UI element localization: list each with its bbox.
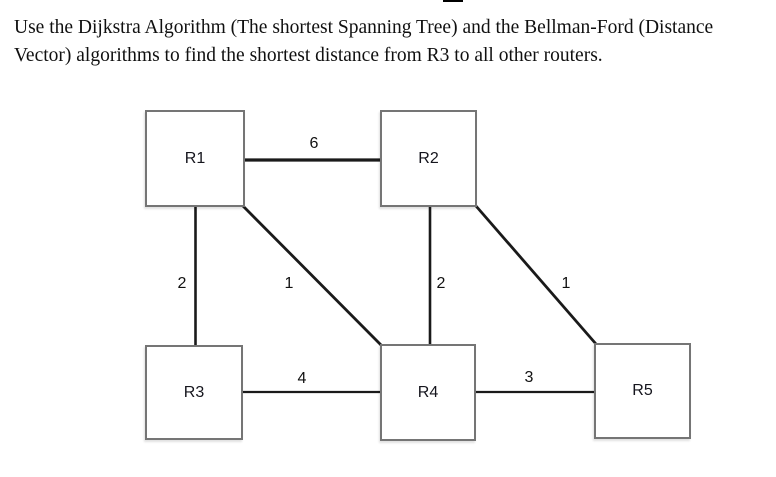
cropped-text-fragment bbox=[443, 0, 463, 2]
edge-r1-r4 bbox=[242, 205, 383, 347]
problem-statement-line-1: Use the Dijkstra Algorithm (The shortest… bbox=[14, 17, 714, 38]
router-label-r5: R5 bbox=[632, 382, 653, 399]
edge-weight-r2-r5: 1 bbox=[561, 275, 571, 292]
router-node-r2: R2 bbox=[380, 110, 477, 207]
edge-r2-r5 bbox=[474, 205, 598, 345]
problem-statement-line-2: Vector) algorithms to find the shortest … bbox=[14, 45, 603, 66]
router-node-r3: R3 bbox=[145, 345, 243, 440]
router-node-r4: R4 bbox=[380, 344, 476, 441]
edge-weight-r1-r4: 1 bbox=[284, 275, 294, 292]
router-label-r2: R2 bbox=[418, 149, 439, 167]
edge-weight-r2-r4: 2 bbox=[436, 275, 446, 292]
edge-weight-r1-r2: 6 bbox=[309, 135, 319, 152]
edge-weight-r4-r5: 3 bbox=[524, 369, 534, 386]
router-label-r3: R3 bbox=[183, 383, 205, 401]
router-node-r5: R5 bbox=[594, 343, 691, 439]
router-node-r1: R1 bbox=[145, 110, 245, 207]
edge-weight-r1-r3: 2 bbox=[177, 275, 187, 292]
router-label-r1: R1 bbox=[184, 149, 206, 167]
edge-weight-r3-r4: 4 bbox=[297, 370, 307, 387]
problem-statement: Use the Dijkstra Algorithm (The shortest… bbox=[14, 14, 769, 70]
router-label-r4: R4 bbox=[417, 383, 439, 401]
